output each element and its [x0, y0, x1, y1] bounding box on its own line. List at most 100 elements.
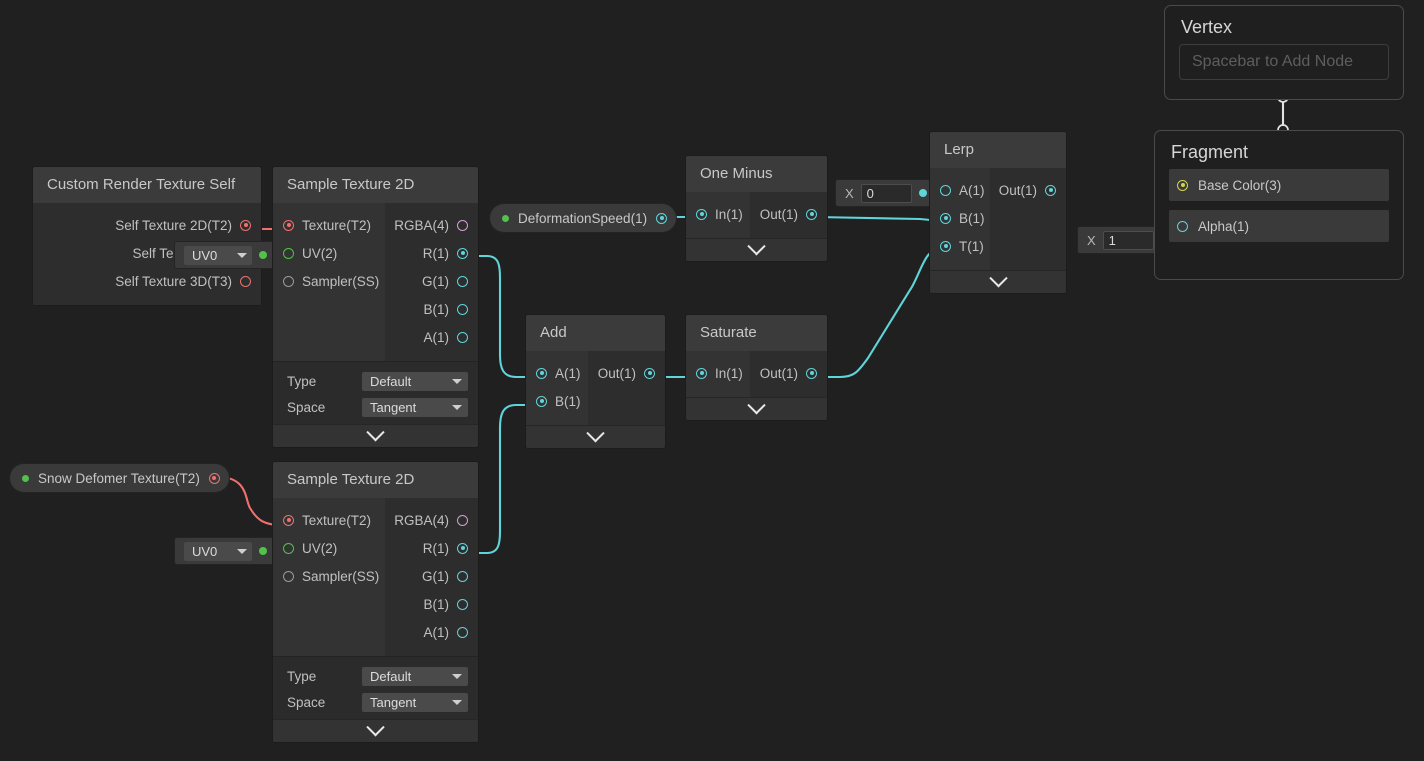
port-rgba[interactable]	[457, 514, 468, 526]
input-port-row[interactable]: Sampler(SS)	[273, 562, 385, 590]
setting-space[interactable]: Space Tangent	[273, 394, 478, 420]
setting-space[interactable]: Space Tangent	[273, 689, 478, 715]
node-expander[interactable]	[686, 236, 827, 261]
node-lerp[interactable]: Lerp A(1) B(1) T(1) Out(1)	[930, 132, 1066, 293]
output-port-row[interactable]: Out(1)	[750, 200, 827, 228]
port-output[interactable]	[656, 212, 668, 224]
node-expander[interactable]	[526, 423, 665, 448]
input-port-row[interactable]: In(1)	[686, 200, 750, 228]
port-a[interactable]	[536, 367, 547, 379]
port-alpha[interactable]	[1177, 220, 1188, 232]
type-dropdown[interactable]: Default	[362, 666, 468, 686]
master-stack-fragment[interactable]: Fragment Base Color(3) Alpha(1)	[1154, 130, 1404, 280]
port-r[interactable]	[457, 542, 468, 554]
port-out[interactable]	[644, 367, 655, 379]
port-in[interactable]	[696, 367, 707, 379]
output-port-row[interactable]: B(1)	[385, 590, 478, 618]
property-snow-deformer-texture[interactable]: Snow Defomer Texture(T2)	[10, 464, 229, 492]
output-port-row[interactable]: B(1)	[385, 295, 478, 323]
node-expander[interactable]	[686, 395, 827, 420]
port-self-texture-3d[interactable]	[240, 275, 251, 287]
port-a[interactable]	[940, 184, 951, 196]
port-out[interactable]	[1045, 184, 1056, 196]
uv-output-dot[interactable]	[259, 251, 267, 259]
output-port-row[interactable]: Out(1)	[990, 176, 1066, 204]
port-out[interactable]	[806, 208, 817, 220]
port-sampler[interactable]	[283, 570, 294, 582]
block-alpha[interactable]: Alpha(1)	[1169, 210, 1389, 242]
output-port-row[interactable]: A(1)	[385, 323, 478, 351]
setting-type[interactable]: Type Default	[273, 663, 478, 689]
input-port-row[interactable]: T(1)	[930, 232, 990, 260]
port-a[interactable]	[457, 331, 468, 343]
setting-type[interactable]: Type Default	[273, 368, 478, 394]
input-port-row[interactable]: A(1)	[930, 176, 990, 204]
input-port-row[interactable]: In(1)	[686, 359, 750, 387]
port-b[interactable]	[940, 212, 951, 224]
node-expander[interactable]	[273, 717, 478, 742]
space-dropdown[interactable]: Tangent	[362, 692, 468, 712]
uv-channel-dropdown[interactable]: UV0	[184, 245, 252, 265]
master-stack-vertex[interactable]: Vertex Spacebar to Add Node	[1164, 5, 1404, 100]
input-port-row[interactable]: Texture(T2)	[273, 506, 385, 534]
node-saturate[interactable]: Saturate In(1) Out(1)	[686, 315, 827, 420]
port-b[interactable]	[457, 303, 468, 315]
output-port-row[interactable]: Self Texture 2D(T2)	[33, 211, 261, 239]
port-b[interactable]	[536, 395, 547, 407]
port-uv[interactable]	[283, 247, 294, 259]
input-port-row[interactable]: UV(2)	[273, 534, 385, 562]
uv-output-dot[interactable]	[259, 547, 267, 555]
float-output-dot[interactable]	[919, 189, 927, 197]
port-b[interactable]	[457, 598, 468, 610]
uv0-widget-bottom[interactable]: UV0	[175, 538, 274, 564]
node-sample-texture-2d-top[interactable]: Sample Texture 2D Texture(T2) UV(2) Samp…	[273, 167, 478, 447]
float-input[interactable]: 0	[860, 183, 912, 203]
float-input[interactable]: 1	[1102, 230, 1154, 250]
port-texture[interactable]	[283, 514, 294, 526]
port-self-texture-2d[interactable]	[240, 219, 251, 231]
lerp-a-float-widget[interactable]: X 0	[836, 180, 934, 206]
output-port-row[interactable]: Out(1)	[588, 359, 665, 387]
output-port-row[interactable]: G(1)	[385, 267, 478, 295]
port-a[interactable]	[457, 626, 468, 638]
output-port-row[interactable]: Self Texture 3D(T3)	[33, 267, 261, 295]
block-base-color[interactable]: Base Color(3)	[1169, 169, 1389, 201]
input-port-row[interactable]: B(1)	[930, 204, 990, 232]
output-port-row[interactable]: Out(1)	[750, 359, 827, 387]
uv-channel-dropdown[interactable]: UV0	[184, 541, 252, 561]
type-dropdown[interactable]: Default	[362, 371, 468, 391]
property-deformation-speed[interactable]: DeformationSpeed(1)	[490, 204, 677, 232]
input-port-row[interactable]: Texture(T2)	[273, 211, 385, 239]
vertex-add-node-placeholder[interactable]: Spacebar to Add Node	[1179, 44, 1389, 80]
port-in[interactable]	[696, 208, 707, 220]
node-add[interactable]: Add A(1) B(1) Out(1)	[526, 315, 665, 448]
port-output[interactable]	[208, 472, 220, 484]
output-port-row[interactable]: RGBA(4)	[385, 211, 478, 239]
port-rgba[interactable]	[457, 219, 468, 231]
output-port-row[interactable]: G(1)	[385, 562, 478, 590]
node-sample-texture-2d-bottom[interactable]: Sample Texture 2D Texture(T2) UV(2) Samp…	[273, 462, 478, 742]
node-expander[interactable]	[273, 422, 478, 447]
port-sampler[interactable]	[283, 275, 294, 287]
node-expander[interactable]	[930, 268, 1066, 293]
port-t[interactable]	[940, 240, 951, 252]
space-dropdown[interactable]: Tangent	[362, 397, 468, 417]
uv0-widget-top[interactable]: UV0	[175, 242, 274, 268]
input-port-row[interactable]: B(1)	[526, 387, 588, 415]
node-one-minus[interactable]: One Minus In(1) Out(1)	[686, 156, 827, 261]
port-uv[interactable]	[283, 542, 294, 554]
output-port-row[interactable]: R(1)	[385, 239, 478, 267]
port-g[interactable]	[457, 570, 468, 582]
input-port-row[interactable]: UV(2)	[273, 239, 385, 267]
port-texture[interactable]	[283, 219, 294, 231]
input-port-row[interactable]: A(1)	[526, 359, 588, 387]
port-g[interactable]	[457, 275, 468, 287]
output-port-row[interactable]: A(1)	[385, 618, 478, 646]
output-port-row[interactable]: R(1)	[385, 534, 478, 562]
port-base-color[interactable]	[1177, 179, 1188, 191]
input-port-row[interactable]: Sampler(SS)	[273, 267, 385, 295]
node-custom-render-texture-self[interactable]: Custom Render Texture Self Self Texture …	[33, 167, 261, 305]
port-out[interactable]	[806, 367, 817, 379]
port-r[interactable]	[457, 247, 468, 259]
